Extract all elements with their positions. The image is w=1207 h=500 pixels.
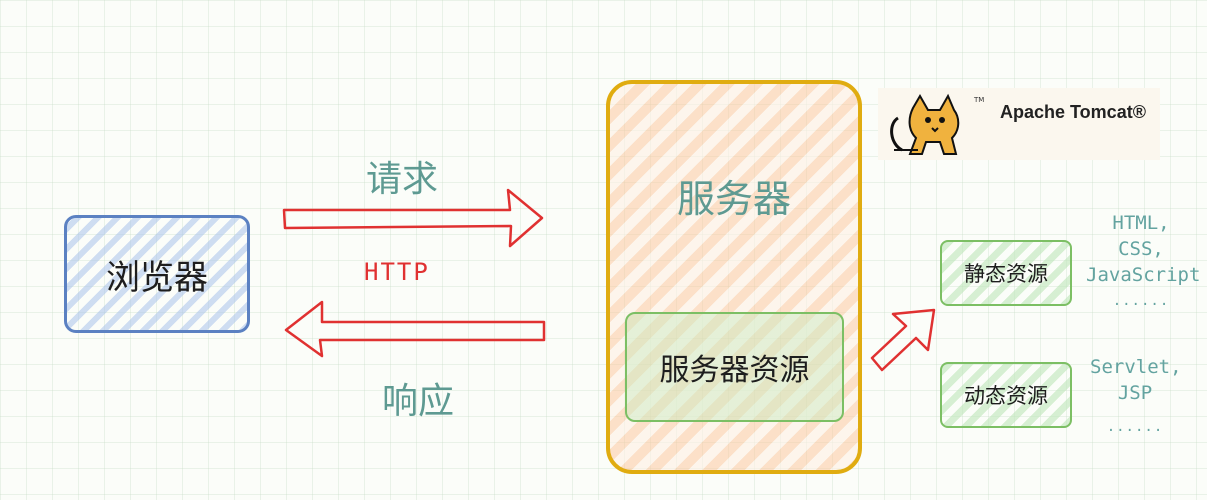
http-label: HTTP: [364, 258, 430, 286]
request-label: 请求: [366, 159, 439, 200]
static-example: CSS,: [1118, 238, 1164, 260]
tomcat-cat-icon: [890, 93, 960, 155]
browser-label: 浏览器: [106, 257, 208, 298]
dynamic-example: JSP: [1117, 382, 1153, 404]
server-title: 服务器: [676, 177, 791, 221]
response-arrow: [284, 300, 546, 358]
static-resources-box: 静态资源: [940, 240, 1072, 306]
resources-arrow: [870, 308, 936, 372]
response-label: 响应: [382, 381, 455, 422]
server-box: [606, 80, 862, 474]
dynamic-resources-box: 动态资源: [940, 362, 1072, 428]
dynamic-resources-label: 动态资源: [964, 384, 1048, 408]
server-resources-box: 服务器资源: [625, 312, 844, 422]
static-resources-label: 静态资源: [964, 262, 1048, 286]
browser-box: 浏览器: [64, 215, 250, 333]
static-examples: HTML, CSS, JavaScript ......: [1086, 210, 1201, 314]
static-example: HTML,: [1112, 212, 1170, 234]
tomcat-logo: [878, 88, 1160, 160]
static-more: ......: [1112, 293, 1170, 309]
dynamic-examples: Servlet, JSP ......: [1090, 354, 1182, 440]
static-example: JavaScript: [1086, 264, 1201, 286]
request-arrow: [282, 188, 544, 248]
tomcat-trademark: TM: [974, 96, 985, 104]
tomcat-logo-text: Apache Tomcat®: [1000, 102, 1146, 122]
dynamic-example: Servlet,: [1090, 356, 1182, 378]
server-resources-label: 服务器资源: [659, 353, 810, 388]
dynamic-more: ......: [1106, 419, 1164, 435]
